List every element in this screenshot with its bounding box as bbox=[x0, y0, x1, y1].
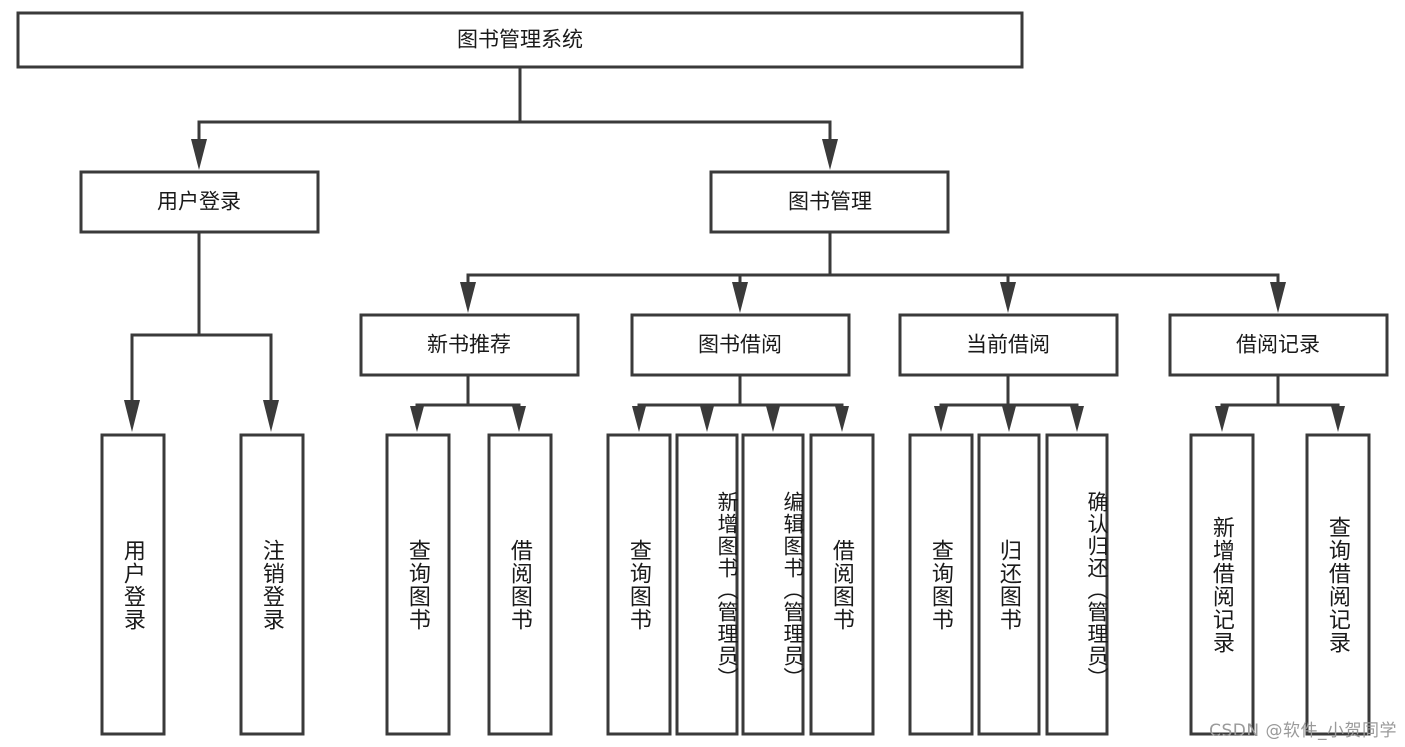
node-borrow-record-label: 借阅记录 bbox=[1236, 334, 1320, 357]
leaf-box-borrow-book-2[interactable] bbox=[809, 433, 875, 736]
node-book-borrow-box[interactable] bbox=[630, 313, 851, 377]
arrow-head-icon bbox=[732, 282, 748, 313]
leaf-boxes bbox=[100, 433, 1371, 736]
arrow-head-icon bbox=[1270, 282, 1286, 313]
leaf-box-query-book-3[interactable] bbox=[908, 433, 974, 736]
arrow-head-icon bbox=[460, 282, 476, 313]
arrow-head-icon bbox=[1070, 406, 1084, 432]
node-book-borrow[interactable]: 图书借阅 bbox=[630, 313, 851, 377]
connector-current-borrow-children bbox=[934, 373, 1084, 432]
leaf-box-return-book[interactable] bbox=[977, 433, 1041, 736]
arrow-head-icon bbox=[263, 400, 279, 432]
connector-book-mgmt-to-level2 bbox=[460, 230, 1286, 313]
arrow-head-icon bbox=[766, 406, 780, 432]
node-new-book-recommend-label: 新书推荐 bbox=[427, 334, 511, 357]
node-current-borrow-label: 当前借阅 bbox=[966, 334, 1050, 357]
arrow-head-icon bbox=[632, 406, 646, 432]
arrow-head-icon bbox=[835, 406, 849, 432]
node-user-login-box[interactable] bbox=[79, 170, 320, 234]
arrow-head-icon bbox=[124, 400, 140, 432]
leaf-box-query-book-1[interactable] bbox=[385, 433, 451, 736]
arrow-head-icon bbox=[512, 406, 526, 432]
leaf-box-user-login[interactable] bbox=[100, 433, 166, 736]
connector-root-to-level1 bbox=[191, 65, 838, 170]
node-book-borrow-label: 图书借阅 bbox=[698, 334, 782, 357]
node-borrow-record[interactable]: 借阅记录 bbox=[1168, 313, 1389, 377]
leaf-box-logout[interactable] bbox=[239, 433, 305, 736]
node-book-management-box[interactable] bbox=[709, 170, 950, 234]
connector-new-book-children bbox=[410, 373, 526, 432]
leaf-box-borrow-book-1[interactable] bbox=[487, 433, 553, 736]
node-root[interactable]: 图书管理系统 bbox=[16, 11, 1024, 69]
connector-borrow-children bbox=[632, 373, 849, 432]
leaf-box-query-borrow-record[interactable] bbox=[1305, 433, 1371, 736]
leaf-box-edit-book-admin[interactable] bbox=[741, 433, 805, 736]
leaf-box-add-borrow-record[interactable] bbox=[1189, 433, 1255, 736]
node-new-book-recommend-box[interactable] bbox=[359, 313, 580, 377]
leaf-box-query-book-2[interactable] bbox=[606, 433, 672, 736]
arrow-head-icon bbox=[191, 139, 207, 170]
arrow-head-icon bbox=[934, 406, 948, 432]
node-root-label: 图书管理系统 bbox=[457, 29, 583, 52]
arrow-head-icon bbox=[410, 406, 424, 432]
node-user-login[interactable]: 用户登录 bbox=[79, 170, 320, 234]
leaf-box-confirm-return-admin[interactable] bbox=[1045, 433, 1109, 736]
arrow-head-icon bbox=[1331, 406, 1345, 432]
leaf-box-add-book-admin[interactable] bbox=[675, 433, 739, 736]
connector-user-login-children bbox=[124, 230, 279, 432]
arrow-head-icon bbox=[822, 139, 838, 170]
node-current-borrow[interactable]: 当前借阅 bbox=[898, 313, 1119, 377]
node-user-login-label: 用户登录 bbox=[157, 191, 241, 214]
node-new-book-recommend[interactable]: 新书推荐 bbox=[359, 313, 580, 377]
arrow-head-icon bbox=[1002, 406, 1016, 432]
arrow-head-icon bbox=[700, 406, 714, 432]
node-book-management-label: 图书管理 bbox=[788, 191, 872, 214]
node-borrow-record-box[interactable] bbox=[1168, 313, 1389, 377]
node-root-box[interactable] bbox=[16, 11, 1024, 69]
node-current-borrow-box[interactable] bbox=[898, 313, 1119, 377]
arrow-head-icon bbox=[1000, 282, 1016, 313]
node-book-management[interactable]: 图书管理 bbox=[709, 170, 950, 234]
connector-borrow-record-children bbox=[1215, 373, 1345, 432]
arrow-head-icon bbox=[1215, 406, 1229, 432]
watermark-text: CSDN @软件_小贺同学 bbox=[1209, 721, 1397, 741]
